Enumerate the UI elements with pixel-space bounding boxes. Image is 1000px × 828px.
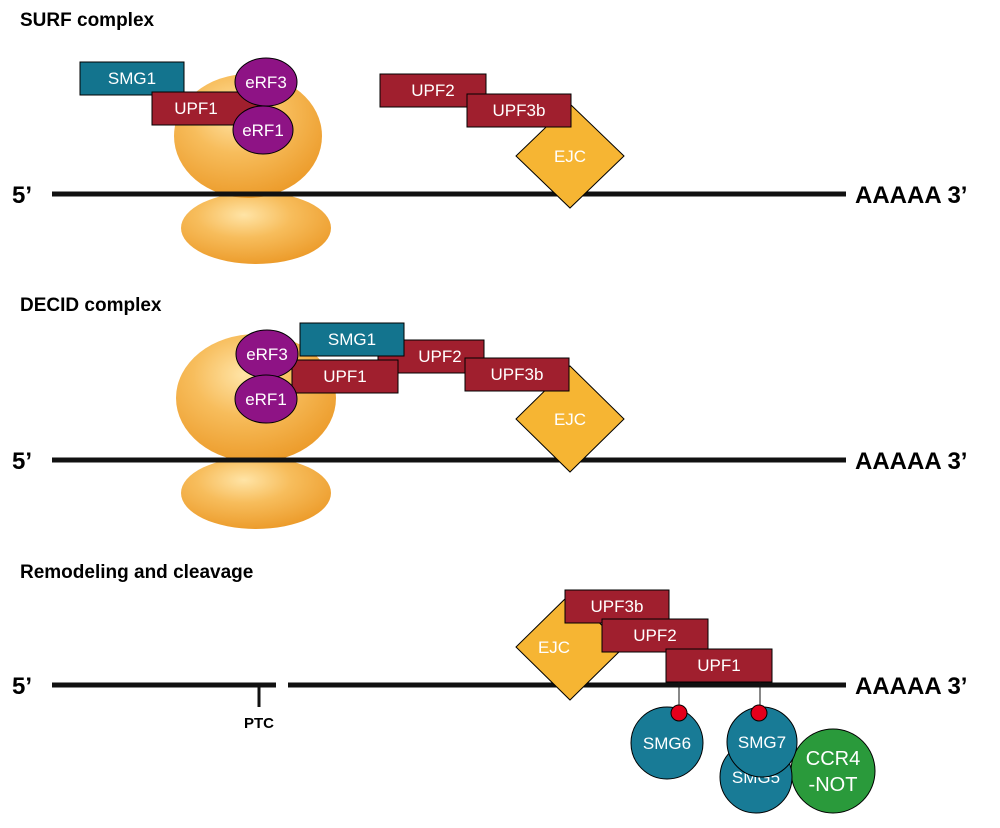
ptc-label: PTC — [244, 715, 274, 732]
three-prime-polya-end: AAAAA 3’ — [855, 182, 967, 209]
upf2-box — [601, 618, 709, 653]
erf1-oval — [234, 374, 298, 424]
ribosome-small-subunit — [181, 192, 331, 264]
erf3-label: eRF3 — [246, 345, 288, 364]
section-heading-decid: DECID complex — [20, 295, 162, 316]
ejc-label: EJC — [538, 638, 570, 657]
three-prime-polya-end: AAAAA 3’ — [855, 673, 967, 700]
upf3b-box — [464, 357, 570, 392]
smg6-circle — [630, 706, 704, 780]
five-prime-end: 5’ — [12, 448, 32, 475]
erf1-label: eRF1 — [242, 121, 284, 140]
upf3b-box — [466, 93, 572, 128]
upf1-box — [665, 648, 773, 683]
smg1-label: SMG1 — [108, 69, 156, 88]
ejc-label: EJC — [554, 147, 586, 166]
smg1-box — [79, 61, 185, 96]
erf3-label: eRF3 — [245, 73, 287, 92]
erf1-label: eRF1 — [245, 390, 287, 409]
upf1-box — [291, 359, 399, 394]
ribosome-small-subunit — [181, 457, 331, 529]
phosphate-dot — [750, 704, 768, 722]
ejc-diamond — [515, 103, 625, 209]
five-prime-end: 5’ — [12, 673, 32, 700]
ccr4-not-label-line1: CCR4 — [806, 748, 860, 770]
five-prime-end: 5’ — [12, 182, 32, 209]
ejc-diamond — [515, 365, 625, 473]
upf3b-label: UPF3b — [491, 365, 544, 384]
smg6-label: SMG6 — [643, 734, 691, 753]
upf1-label: UPF1 — [323, 367, 366, 386]
upf3b-label: UPF3b — [591, 597, 644, 616]
phosphate-dot — [670, 704, 688, 722]
smg1-box — [299, 322, 405, 357]
upf2-label: UPF2 — [633, 626, 676, 645]
upf1-label: UPF1 — [697, 656, 740, 675]
upf1-label: UPF1 — [174, 99, 217, 118]
decid-complex-panel: DECID complex 5’ AAAAA 3’ EJC UPF2 UPF3b… — [12, 295, 967, 529]
section-heading-surf: SURF complex — [20, 10, 155, 31]
smg7-label: SMG7 — [738, 733, 786, 752]
upf3b-label: UPF3b — [493, 101, 546, 120]
section-heading-remodeling: Remodeling and cleavage — [20, 562, 253, 583]
smg1-label: SMG1 — [328, 330, 376, 349]
erf1-oval — [232, 105, 294, 155]
ejc-label: EJC — [554, 410, 586, 429]
upf2-label: UPF2 — [411, 81, 454, 100]
upf3b-box — [564, 589, 670, 624]
surf-complex-panel: SURF complex 5’ AAAAA 3’ SMG1 UPF1 eRF3 … — [12, 10, 967, 264]
ccr4-not-label-line2: -NOT — [809, 774, 858, 796]
three-prime-polya-end: AAAAA 3’ — [855, 448, 967, 475]
upf2-label: UPF2 — [418, 347, 461, 366]
ccr4-not-circle — [790, 728, 876, 814]
remodeling-cleavage-panel: Remodeling and cleavage 5’ AAAAA 3’ PTC … — [12, 562, 967, 814]
